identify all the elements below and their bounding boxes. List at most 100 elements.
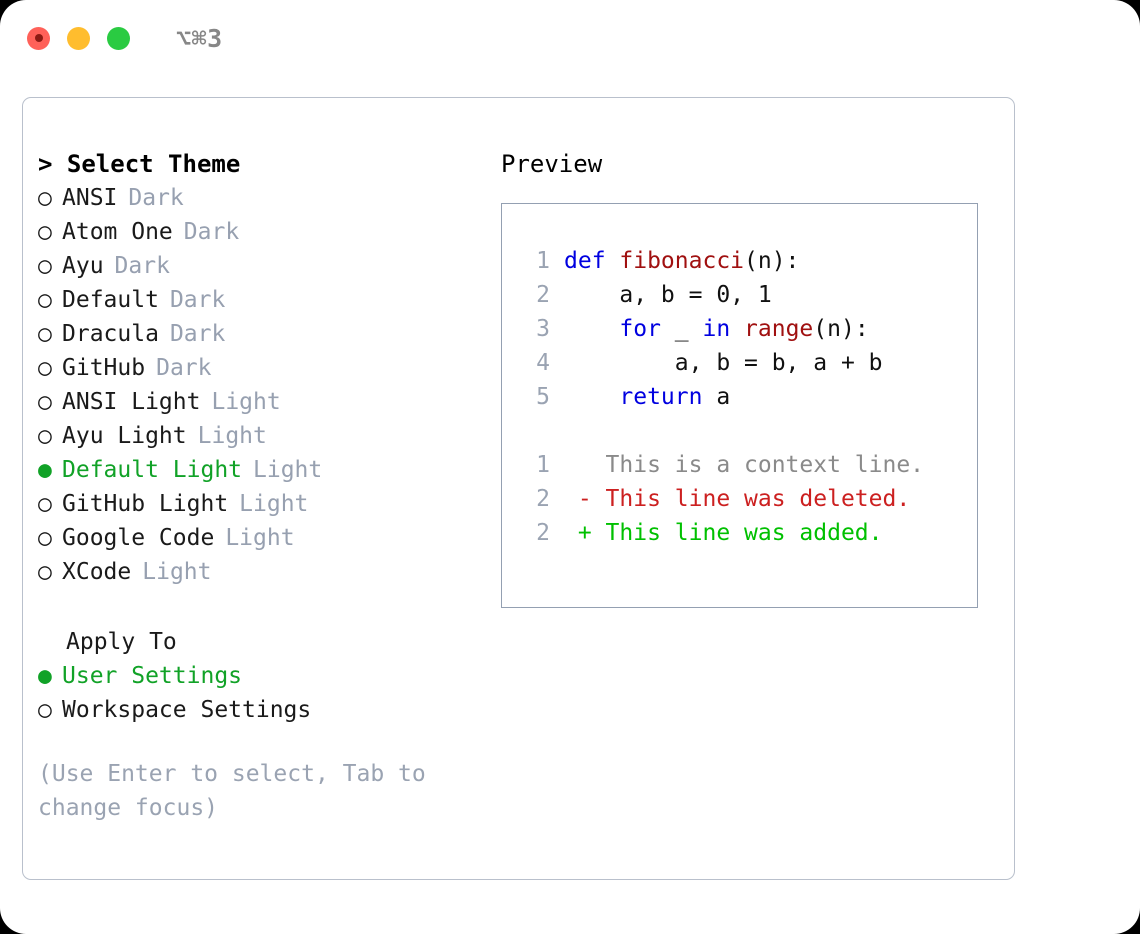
line-number: 2 [536,520,550,546]
diff-line: 1 This is a context line. [520,448,977,482]
apply-option-0[interactable]: ● User Settings [38,659,498,693]
code-token-plain [564,316,619,342]
theme-option-7[interactable]: ○ Ayu Light Light [38,419,498,453]
theme-option-label: Dracula [62,321,159,347]
radio-unselected-icon: ○ [38,389,52,415]
radio-unselected-icon: ○ [38,219,52,245]
theme-option-label: ANSI [62,185,118,211]
theme-category-tag: Light [253,457,323,483]
code-token-plain: (n): [744,248,800,274]
apply-to-list[interactable]: ● User Settings ○ Workspace Settings [38,659,498,727]
radio-selected-icon: ● [38,457,52,483]
diff-line: 2 - This line was deleted. [520,482,977,516]
code-token-fn: range [744,316,814,342]
radio-unselected-icon: ○ [38,287,52,313]
theme-category-tag: Dark [156,355,212,381]
select-theme-header: > Select Theme [38,150,241,178]
theme-option-label: Ayu [62,253,104,279]
line-number: 1 [536,452,550,478]
code-token-plain: a, b = b, a + b [564,350,883,376]
radio-selected-icon: ● [38,663,52,689]
diff-text-context: This is a context line. [564,452,925,478]
code-text: for _ in range(n): [564,312,869,346]
radio-unselected-icon: ○ [38,423,52,449]
theme-category-tag: Light [225,525,295,551]
theme-option-label: GitHub [62,355,146,381]
theme-option-label: Atom One [62,219,173,245]
theme-option-label: Default [62,287,159,313]
close-button[interactable] [27,26,50,50]
radio-unselected-icon: ○ [38,321,52,347]
radio-unselected-icon: ○ [38,491,52,517]
line-number: 2 [536,282,550,308]
theme-option-2[interactable]: ○ Ayu Dark [38,249,498,283]
apply-option-1[interactable]: ○ Workspace Settings [38,693,498,727]
line-number: 4 [536,350,550,376]
minimize-button[interactable] [67,26,90,50]
theme-category-tag: Dark [169,287,226,313]
theme-option-3[interactable]: ○ Default Dark [38,283,498,317]
code-token-plain: a, b = 0, 1 [564,282,772,308]
maximize-button[interactable] [107,26,130,50]
code-line: 5 return a [520,380,977,414]
theme-category-tag: Dark [114,253,170,279]
code-line: 3 for _ in range(n): [520,312,977,346]
diff-sample: 1 This is a context line.2 - This line w… [520,448,977,550]
code-token-plain [564,384,619,410]
radio-unselected-icon: ○ [38,253,52,279]
code-token-plain: _ [660,316,703,342]
code-text: a, b = b, a + b [564,346,883,380]
code-token-kw: return [619,384,703,410]
theme-option-10[interactable]: ○ Google Code Light [38,521,498,555]
apply-to-header: Apply To [66,629,177,655]
code-text: return a [564,380,730,414]
theme-option-8[interactable]: ● Default Light Light [38,453,498,487]
keyboard-shortcut-label: ⌥⌘3 [176,23,223,53]
radio-unselected-icon: ○ [38,525,52,551]
code-line: 4 a, b = b, a + b [520,346,977,380]
code-token-kw: in [702,316,731,342]
theme-option-label: Default Light [62,457,243,483]
diff-text-add: + This line was added. [564,520,883,546]
code-token-fn: fibonacci [619,248,745,274]
line-number: 1 [536,248,550,274]
theme-category-tag: Light [197,423,267,449]
theme-option-label: XCode [62,559,132,585]
apply-option-label: Workspace Settings [62,697,312,723]
line-number: 3 [536,316,550,342]
line-number: 5 [536,384,550,410]
traffic-lights [27,26,130,50]
theme-category-tag: Light [142,559,212,585]
radio-unselected-icon: ○ [38,697,52,723]
apply-option-label: User Settings [62,663,243,689]
theme-option-label: ANSI Light [62,389,201,415]
theme-option-11[interactable]: ○ XCode Light [38,555,498,589]
code-text: a, b = 0, 1 [564,278,772,312]
theme-option-1[interactable]: ○ Atom One Dark [38,215,498,249]
theme-option-label: Ayu Light [62,423,187,449]
code-token-kw: for [619,316,661,342]
code-token-plain [730,316,744,342]
line-number: 2 [536,486,550,512]
theme-option-label: Google Code [62,525,215,551]
radio-unselected-icon: ○ [38,559,52,585]
code-token-plain: (n): [813,316,869,342]
theme-category-tag: Light [239,491,309,517]
theme-category-tag: Dark [183,219,240,245]
diff-line: 2 + This line was added. [520,516,977,550]
radio-unselected-icon: ○ [38,185,52,211]
preview-header: Preview [501,150,603,178]
